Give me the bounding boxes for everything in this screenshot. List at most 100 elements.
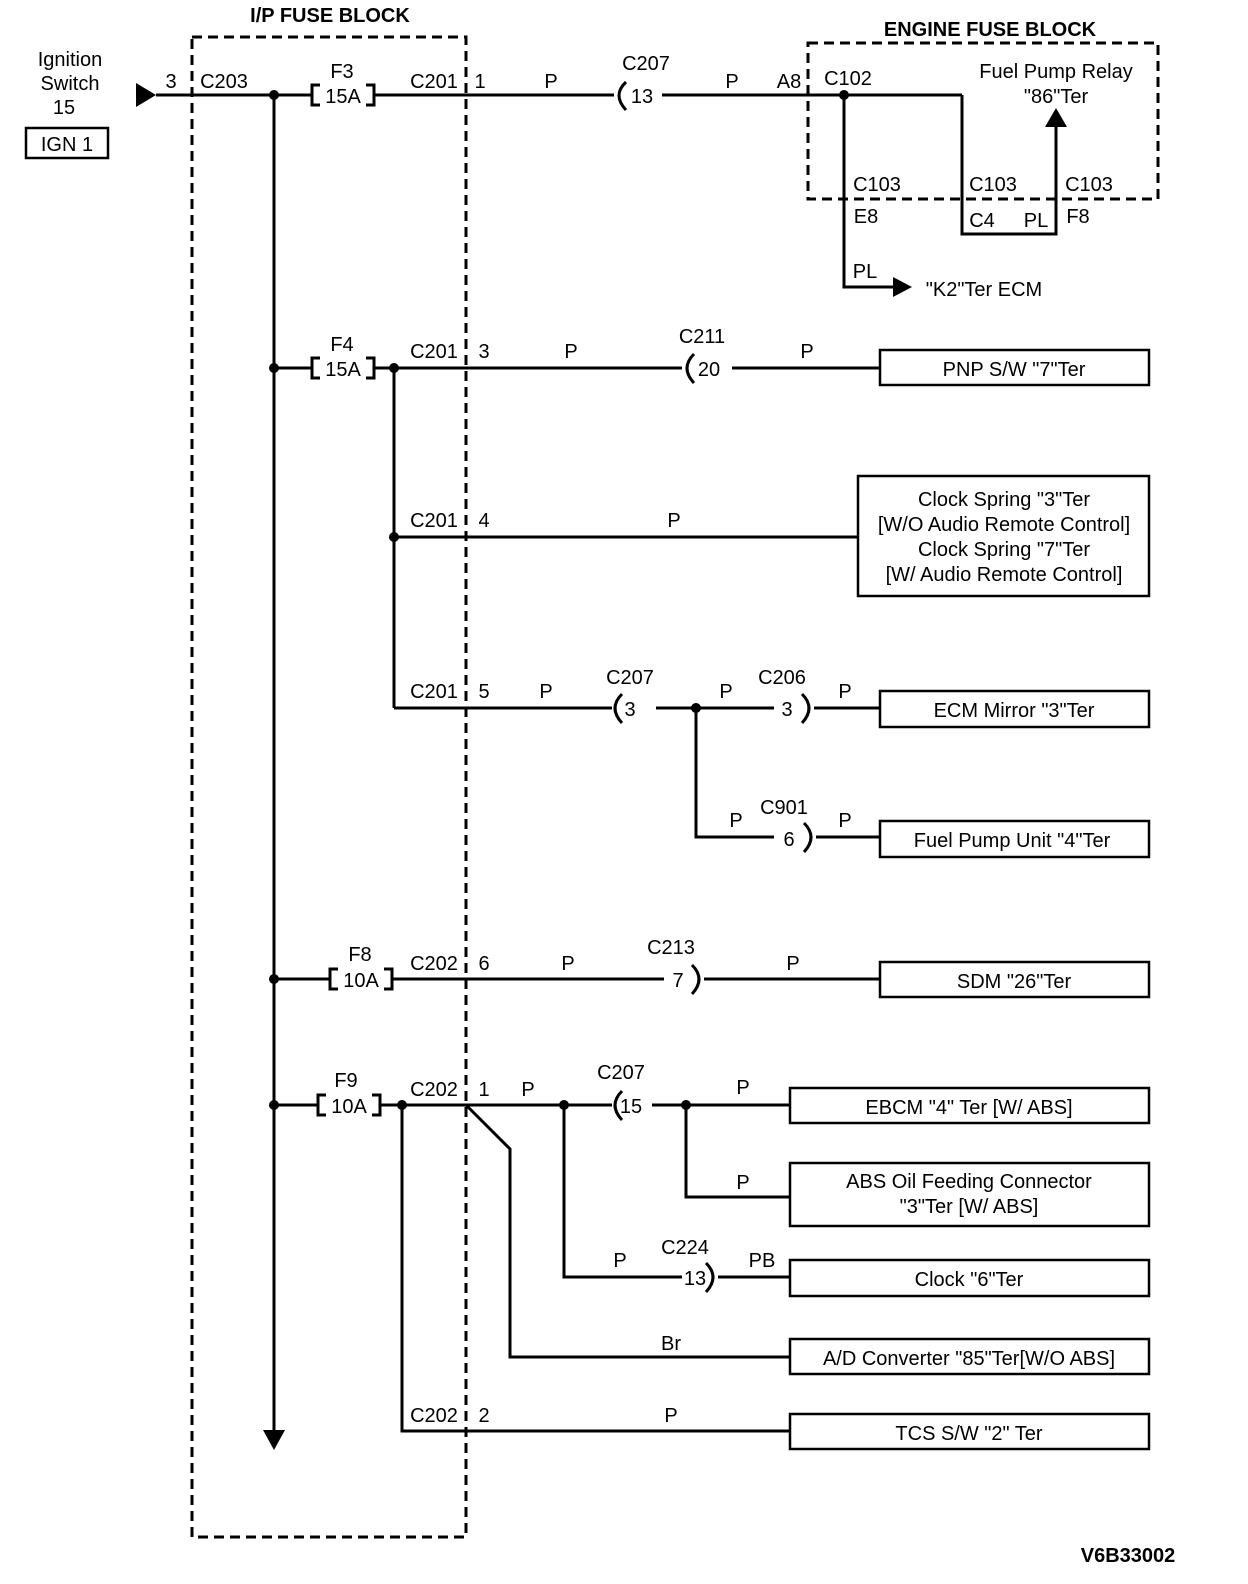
clock-label: Clock "6"Ter (915, 1269, 1024, 1291)
relay-arrow-icon (1045, 108, 1067, 127)
fuse-f4-name: F4 (330, 334, 353, 356)
sdm-box (878, 960, 1151, 999)
c202-label: C202 (410, 953, 458, 975)
wire (694, 708, 774, 839)
ebcm-box (788, 1086, 1151, 1125)
c201-label: C201 (410, 71, 458, 93)
connector-symbol (613, 692, 624, 725)
pl-wire-label: PL (1024, 210, 1048, 232)
wire-color-label: P (664, 1405, 677, 1427)
fuse-f3-name: F3 (330, 61, 353, 83)
wire (684, 1105, 790, 1199)
wire-color-label: Br (661, 1333, 681, 1355)
ad-converter-label: A/D Converter "85"Ter[W/O ABS] (823, 1348, 1115, 1370)
pin-label: 6 (478, 953, 489, 975)
engine-fuse-block-title: ENGINE FUSE BLOCK (884, 19, 1097, 41)
pin-label: 3 (478, 341, 489, 363)
c224-label: C224 (661, 1237, 709, 1259)
clock-box (788, 1258, 1151, 1298)
c213-label: C213 (647, 937, 695, 959)
c103-mid-label: C103 (969, 174, 1017, 196)
wire-color-label: P (561, 953, 574, 975)
c901-label: C901 (760, 797, 808, 819)
a8-label: A8 (777, 71, 801, 93)
ip-fuse-block-title: I/P FUSE BLOCK (250, 5, 410, 27)
connector-symbol (690, 963, 701, 996)
relay-terminal-label: "86"Ter (1024, 86, 1089, 108)
wire-color-label: P (800, 341, 813, 363)
pnp-switch-label: PNP S/W "7"Ter (943, 359, 1086, 381)
fuel-pump-unit-label: Fuel Pump Unit "4"Ter (914, 830, 1111, 852)
c103-left-label: C103 (853, 174, 901, 196)
e8-label: E8 (854, 206, 878, 228)
c206-label: C206 (758, 667, 806, 689)
c202-label: C202 (410, 1405, 458, 1427)
relay-loop-wire (960, 95, 1058, 236)
c207-label: C207 (622, 53, 670, 75)
pl-wire-label: PL (853, 261, 877, 283)
ecm-wire (842, 95, 896, 289)
wire-color-label: P (736, 1172, 749, 1194)
source-pin: 3 (165, 71, 176, 93)
pin-label: 1 (474, 71, 485, 93)
tcs-switch-box (788, 1412, 1151, 1451)
wire-color-label: P (521, 1079, 534, 1101)
wire-color-label: P (736, 1077, 749, 1099)
wire (400, 1105, 790, 1433)
clock-spring-label: Clock Spring "7"Ter (918, 539, 1090, 561)
wire (464, 1103, 790, 1359)
pnp-switch-box (878, 348, 1151, 387)
splice (269, 90, 279, 100)
wire-color-label: P (613, 1250, 626, 1272)
engine-fuse-block-outline (806, 41, 1160, 201)
clock-spring-box (856, 474, 1151, 598)
wire-color-label: P (667, 510, 680, 532)
ign1-box (24, 126, 110, 160)
wire-color-label: P (564, 341, 577, 363)
c201-label: C201 (410, 681, 458, 703)
c207-label: C207 (597, 1062, 645, 1084)
f8-pin-label: F8 (1066, 206, 1089, 228)
c211-pin: 20 (698, 359, 720, 381)
c202-label: C202 (410, 1079, 458, 1101)
ecm-label: "K2"Ter ECM (926, 279, 1042, 301)
ebcm-label: EBCM "4" Ter [W/ ABS] (865, 1097, 1072, 1119)
connector-symbol (802, 821, 813, 854)
pin-label: 5 (478, 681, 489, 703)
c211-label: C211 (679, 326, 725, 348)
source-arrow-icon (136, 83, 156, 107)
fuse-f8-name: F8 (348, 944, 371, 966)
wire-color-label: P (838, 681, 851, 703)
c207-pin: 13 (631, 86, 653, 108)
ign1-label: IGN 1 (41, 134, 93, 156)
wire-color-label: P (725, 71, 738, 93)
wire (562, 1105, 682, 1279)
fuel-pump-unit-box (878, 819, 1151, 859)
fuse-f9-name: F9 (334, 1070, 357, 1092)
c224-pin: 13 (684, 1268, 706, 1290)
connector-symbol (613, 1089, 624, 1122)
ip-fuse-block-outline (190, 35, 468, 1539)
clock-spring-label: [W/ Audio Remote Control] (886, 564, 1123, 586)
wire-color-label: P (544, 71, 557, 93)
tcs-switch-label: TCS S/W "2" Ter (895, 1423, 1043, 1445)
c901-pin: 6 (783, 829, 794, 851)
c103-right-label: C103 (1065, 174, 1113, 196)
ignition-switch-label-1: Ignition (38, 49, 103, 71)
pin-label: 2 (478, 1405, 489, 1427)
figure-id: V6B33002 (1081, 1545, 1176, 1567)
bus-continue-arrow-icon (263, 1430, 285, 1450)
fuel-pump-relay-label: Fuel Pump Relay (979, 61, 1132, 83)
c207-pin: 3 (624, 699, 635, 721)
c4-label: C4 (969, 210, 995, 232)
ecm-arrow-icon (893, 277, 912, 297)
pin-label: 4 (478, 510, 489, 532)
c207-label: C207 (606, 667, 654, 689)
clock-spring-label: [W/O Audio Remote Control] (878, 514, 1130, 536)
connector-symbol (800, 692, 811, 725)
fuse-f3-rating: 15A (325, 86, 361, 108)
connector-symbol (617, 80, 628, 112)
abs-connector-label: ABS Oil Feeding Connector (846, 1171, 1092, 1193)
wire-color-label: P (729, 810, 742, 832)
